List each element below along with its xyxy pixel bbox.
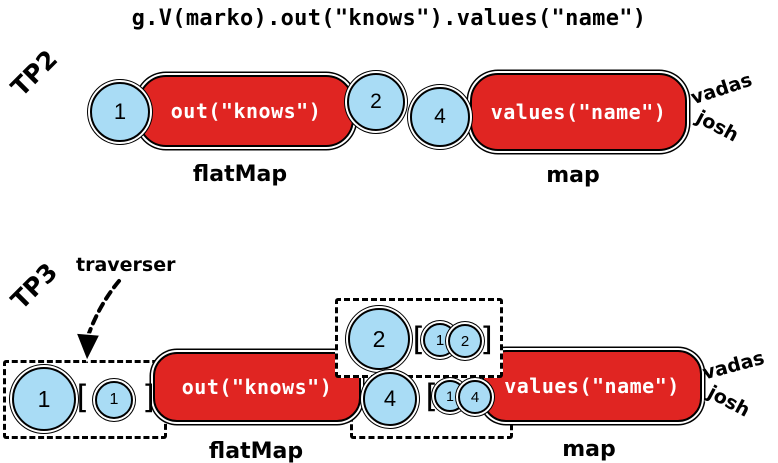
tp3-start-bracket-open: [ <box>72 378 92 416</box>
tp3-start-bracket-close: ] <box>140 378 160 416</box>
tp2-result-vadas: vadas <box>688 68 755 110</box>
tp3-step-out-knows: out("knows") <box>153 352 361 422</box>
tp3-traverser-circle-4: 4 <box>363 372 417 426</box>
tp2-step-type-flatmap: flatMap <box>192 162 288 187</box>
tp2-traverser-circle-2: 2 <box>347 73 405 131</box>
tp3-result-josh: josh <box>704 381 754 422</box>
tp2-start-traverser-circle: 1 <box>90 82 150 142</box>
tp2-step-values-name: values("name") <box>470 73 687 151</box>
tp2-step-type-map: map <box>546 163 600 188</box>
tp2-traverser-circle-4: 4 <box>410 87 470 147</box>
tp3-traverser2-bulk-circle-2: 2 <box>448 324 482 358</box>
tp3-start-traverser-circle: 1 <box>12 367 76 431</box>
tp3-traverser-circle-2: 2 <box>348 308 410 370</box>
tp3-traverser4-bulk-circle-4: 4 <box>458 380 492 414</box>
tp3-step-values-name: values("name") <box>482 350 702 422</box>
tp3-traverser2-bracket-open: [ <box>408 320 428 358</box>
tp3-start-bulk-circle: 1 <box>95 381 133 419</box>
tp3-traverser2-bracket-close: ] <box>478 320 498 358</box>
tp2-step-out-knows: out("knows") <box>138 75 354 147</box>
traverser-annotation-label: traverser <box>76 254 176 276</box>
tp3-step-type-map: map <box>562 437 616 462</box>
tp2-section-label: TP2 <box>5 44 64 103</box>
traverser-arrow <box>74 279 121 363</box>
tp3-step-type-flatmap: flatMap <box>208 439 304 463</box>
tp2-result-josh: josh <box>692 106 743 147</box>
tp3-result-vadas: vadas <box>700 346 767 385</box>
diagram-title: g.V(marko).out("knows").values("name") <box>131 6 647 31</box>
